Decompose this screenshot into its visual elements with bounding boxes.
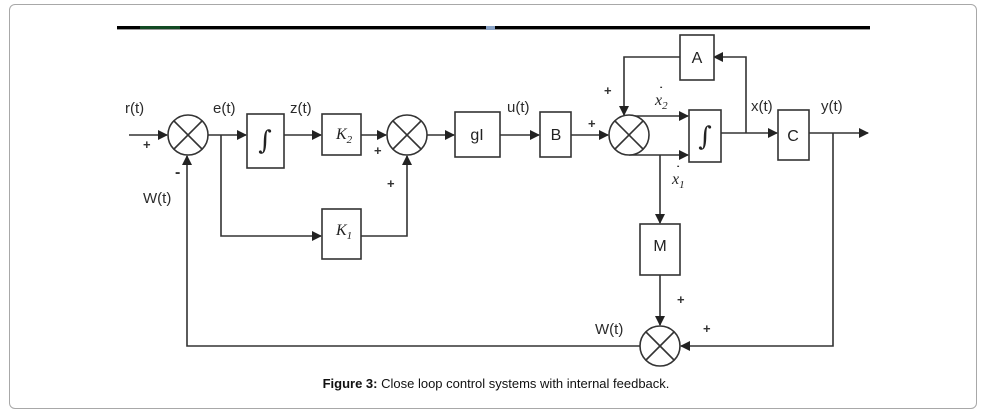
sign-sum2-k1: + <box>387 176 395 191</box>
signal-x-label: x(t) <box>751 98 773 115</box>
signal-e-label: e(t) <box>213 100 236 117</box>
c-block <box>777 109 810 161</box>
top-rule <box>117 26 870 30</box>
integrator2-symbol: ∫ <box>698 122 712 152</box>
integrator1-symbol: ∫ <box>258 126 272 156</box>
k2-label: K2 <box>335 126 353 146</box>
signal-u-label: u(t) <box>507 99 530 116</box>
c-label: C <box>787 128 799 145</box>
b-label: B <box>551 127 562 144</box>
wire-w-feedback <box>182 155 640 347</box>
signal-z-label: z(t) <box>290 100 312 117</box>
sum-junction-2 <box>386 114 428 156</box>
caption-text: Close loop control systems with internal… <box>377 376 670 391</box>
b-block <box>539 111 572 158</box>
a-block <box>679 34 715 81</box>
sign-sum1-r: + <box>143 137 151 152</box>
figure-frame <box>9 4 977 409</box>
sum-junction-1 <box>167 114 209 156</box>
wire-a-sum3 <box>619 56 680 116</box>
wire-x-a <box>713 52 747 133</box>
signal-r-label: r(t) <box>125 100 144 117</box>
sum-junction-3 <box>608 114 650 156</box>
integrator2-block <box>688 109 722 163</box>
caption-label: Figure 3: <box>322 376 378 391</box>
k1-label: K1 <box>335 222 352 242</box>
signal-w-left-label: W(t) <box>143 190 171 207</box>
signal-y-label: y(t) <box>821 98 843 115</box>
signal-x1dot-label: x1 <box>671 171 685 191</box>
wire-e-k1 <box>220 135 322 241</box>
figure-caption: Figure 3: Close loop control systems wit… <box>0 376 992 391</box>
sign-sum3-a: + <box>604 83 612 98</box>
integrator1-block <box>246 113 285 169</box>
wire-k1-sum2 <box>361 155 412 237</box>
a-label: A <box>692 50 703 67</box>
gi-block <box>454 111 501 158</box>
sign-sum1-w: - <box>175 164 180 181</box>
sign-sum4-m: + <box>677 292 685 307</box>
wire-y-feedback <box>680 133 834 351</box>
k2-block <box>321 113 362 156</box>
sign-sum4-y: + <box>703 321 711 336</box>
x1dot-dot: ˙ <box>676 163 680 178</box>
sign-sum3-b: + <box>588 116 596 131</box>
gi-label: gI <box>470 127 483 144</box>
sum-junction-4 <box>639 325 681 367</box>
x2dot-dot: ˙ <box>659 84 663 99</box>
m-block <box>639 223 681 276</box>
sign-sum2-k2: + <box>374 143 382 158</box>
signal-w-bottom-label: W(t) <box>595 321 623 338</box>
k1-block <box>321 208 362 260</box>
m-label: M <box>653 238 666 255</box>
signal-x2dot-label: x2 <box>654 92 668 112</box>
